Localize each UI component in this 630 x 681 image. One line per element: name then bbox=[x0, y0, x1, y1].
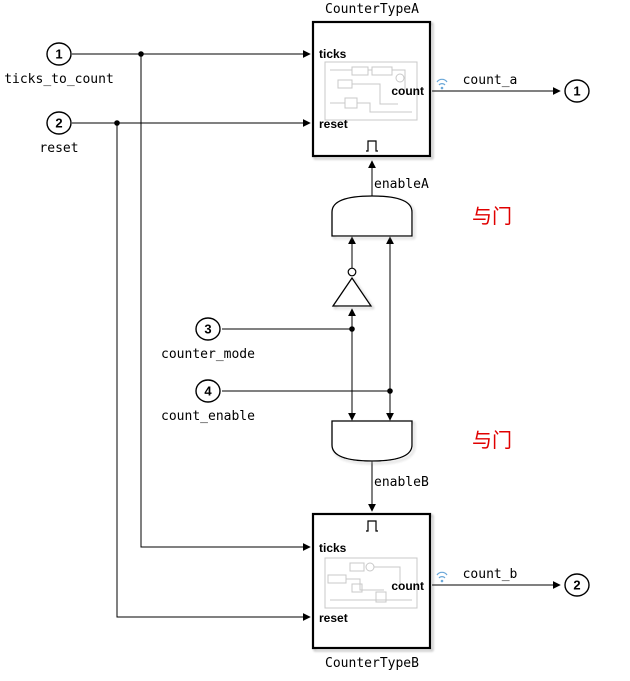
and-gate-b[interactable] bbox=[331, 420, 413, 462]
signal-label-enable-a: enableA bbox=[374, 177, 429, 192]
port-label-count: count bbox=[391, 579, 424, 593]
counter-type-b-block[interactable]: ticks reset count bbox=[311, 512, 432, 650]
svg-text:2: 2 bbox=[573, 578, 580, 593]
wire-ticks-b[interactable] bbox=[140, 54, 311, 551]
block-name-counter-b: CounterTypeB bbox=[325, 656, 419, 671]
counter-type-a-block[interactable]: ticks reset count bbox=[311, 20, 432, 158]
branch-point bbox=[138, 51, 144, 57]
inport-label: reset bbox=[39, 141, 78, 156]
subsystem-preview-icon bbox=[324, 61, 418, 121]
port-label-count: count bbox=[391, 84, 424, 98]
block-name-counter-a: CounterTypeA bbox=[325, 2, 419, 17]
svg-text:1: 1 bbox=[573, 84, 580, 99]
inport-count-enable[interactable]: 4 bbox=[195, 379, 221, 403]
signal-label-count-b: count_b bbox=[463, 567, 518, 582]
subsystem-preview-icon bbox=[324, 557, 418, 609]
branch-point bbox=[349, 326, 355, 332]
inport-counter-mode[interactable]: 3 bbox=[195, 317, 221, 341]
annotation-and-gate-a: 与门 bbox=[472, 204, 512, 228]
branch-point bbox=[387, 388, 393, 394]
and-gate-a[interactable] bbox=[331, 195, 413, 237]
port-label-reset: reset bbox=[319, 117, 348, 131]
wireless-signal-icon bbox=[436, 78, 448, 90]
outport-count-b[interactable]: 2 bbox=[564, 573, 590, 597]
inport-reset[interactable]: 2 bbox=[46, 111, 72, 135]
branch-point bbox=[114, 120, 120, 126]
svg-text:2: 2 bbox=[55, 116, 62, 131]
inport-label: ticks_to_count bbox=[4, 72, 114, 87]
not-gate[interactable] bbox=[331, 267, 373, 307]
outport-count-a[interactable]: 1 bbox=[564, 79, 590, 103]
wire-reset-b[interactable] bbox=[116, 123, 311, 621]
signal-label-enable-b: enableB bbox=[374, 475, 429, 490]
inport-ticks-to-count[interactable]: 1 bbox=[46, 42, 72, 66]
inport-label: counter_mode bbox=[161, 347, 255, 362]
port-label-ticks: ticks bbox=[319, 541, 347, 555]
annotation-and-gate-b: 与门 bbox=[472, 428, 512, 452]
pulse-trigger-icon bbox=[366, 140, 378, 152]
svg-text:4: 4 bbox=[204, 384, 212, 399]
signal-label-count-a: count_a bbox=[463, 73, 518, 88]
svg-text:3: 3 bbox=[204, 322, 211, 337]
pulse-trigger-icon bbox=[366, 520, 378, 532]
svg-text:1: 1 bbox=[55, 47, 62, 62]
inport-label: count_enable bbox=[161, 409, 255, 424]
wireless-signal-icon bbox=[436, 571, 448, 583]
port-label-ticks: ticks bbox=[319, 47, 347, 61]
port-label-reset: reset bbox=[319, 611, 348, 625]
